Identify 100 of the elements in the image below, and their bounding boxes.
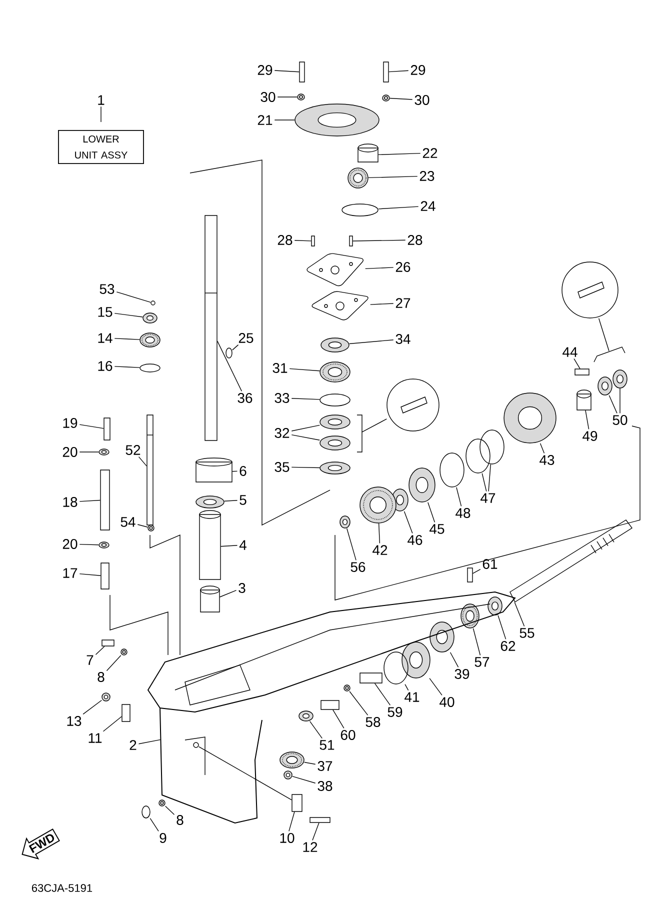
callout-number: 4	[239, 540, 246, 550]
leader-line	[294, 240, 312, 242]
part-outline	[320, 700, 340, 710]
callout-number: 36	[238, 393, 252, 403]
part-outline	[122, 704, 130, 722]
callout-number: 51	[320, 740, 334, 750]
callout-number: 28	[278, 235, 292, 245]
magnifier-drawing	[562, 262, 618, 318]
part-drawing	[196, 496, 224, 508]
callout-number: 48	[456, 508, 470, 518]
part-drawing	[358, 144, 378, 162]
callout-number: 53	[100, 284, 114, 294]
part-drawing	[146, 414, 154, 526]
callout-number: 38	[318, 781, 332, 791]
leader-line	[114, 312, 143, 318]
part-drawing	[598, 376, 612, 396]
callout-number: 16	[98, 361, 112, 371]
part-drawing	[320, 362, 350, 382]
leader-line	[165, 806, 175, 815]
part-drawing	[320, 414, 350, 430]
part-outline	[349, 236, 353, 246]
magnifier-drawing	[386, 378, 440, 432]
leader-line	[378, 206, 419, 210]
part-outline	[102, 640, 114, 646]
part-drawing	[98, 542, 110, 548]
part-drawing	[120, 648, 128, 656]
leader-line	[390, 98, 413, 100]
callout-number: 18	[63, 497, 78, 507]
part-drawing	[504, 392, 556, 444]
callout-number: 15	[98, 307, 112, 317]
leader-line	[274, 70, 300, 72]
leader-line	[585, 410, 590, 430]
hole-mark	[193, 742, 199, 748]
leader-line	[291, 424, 320, 432]
part-outline	[480, 430, 504, 464]
leader-line	[79, 500, 100, 502]
leader-line	[106, 655, 122, 672]
leader-line	[349, 340, 394, 344]
part-drawing	[612, 370, 628, 388]
leader-line	[138, 739, 161, 744]
leader-line	[488, 464, 491, 492]
callout-number: 40	[440, 697, 454, 707]
callout-number: 24	[420, 201, 436, 211]
leader-line	[220, 545, 238, 547]
callout-number: 62	[500, 641, 516, 651]
callout-number: 47	[480, 493, 496, 503]
leader-line	[114, 338, 140, 340]
part-outline	[142, 806, 150, 818]
leader-line	[224, 500, 238, 502]
callout-number: 13	[67, 716, 82, 726]
callout-number: 52	[126, 445, 140, 455]
leader-line	[346, 528, 356, 561]
callout-number: 59	[388, 707, 402, 717]
part-drawing	[200, 586, 220, 612]
callout-number: 37	[318, 761, 332, 771]
leader-line	[514, 602, 525, 627]
leader-line	[404, 684, 409, 691]
callout-number: 17	[63, 568, 78, 578]
leader-line	[374, 683, 391, 706]
leader-line	[288, 812, 295, 832]
part-drawing	[148, 524, 154, 532]
part-outline	[440, 452, 464, 488]
leader-line	[95, 646, 105, 655]
leader-line	[378, 152, 421, 156]
leader-line	[429, 678, 442, 696]
leader-line	[292, 776, 316, 784]
part-drawing	[430, 622, 454, 652]
drawing-number: 63CJA-5191	[32, 884, 92, 892]
callout-number: 27	[396, 298, 410, 308]
leader-line	[349, 691, 368, 716]
callout-number: 46	[408, 535, 422, 545]
part-drawing	[510, 520, 632, 602]
leader-line	[498, 615, 506, 640]
leader-line	[370, 303, 394, 305]
callout-number: 44	[562, 347, 578, 357]
callout-number: 19	[63, 418, 78, 428]
leader-line	[232, 344, 239, 350]
callout-number: 8	[98, 672, 104, 682]
part-drawing	[348, 168, 368, 188]
part-drawing	[140, 332, 160, 348]
title-box: 1 LOWER UNIT ASSY	[58, 95, 144, 164]
leader-line	[220, 590, 237, 598]
callout-number: 14	[98, 333, 112, 343]
part-outline	[226, 348, 232, 358]
part-outline	[299, 62, 305, 82]
part-drawing	[306, 253, 364, 286]
part-drawing	[196, 458, 232, 482]
leader-line	[116, 292, 151, 303]
leader-line	[472, 628, 481, 656]
leader-line	[150, 818, 159, 832]
part-drawing	[320, 338, 350, 352]
leader-line	[368, 176, 418, 178]
callout-number: 5	[240, 495, 246, 505]
callout-number: 39	[454, 669, 470, 679]
part-outline	[574, 368, 590, 376]
leader-line	[378, 523, 380, 544]
part-outline	[310, 817, 330, 823]
part-drawing	[284, 770, 292, 780]
part-drawing	[320, 436, 350, 450]
leader-line	[540, 443, 545, 454]
